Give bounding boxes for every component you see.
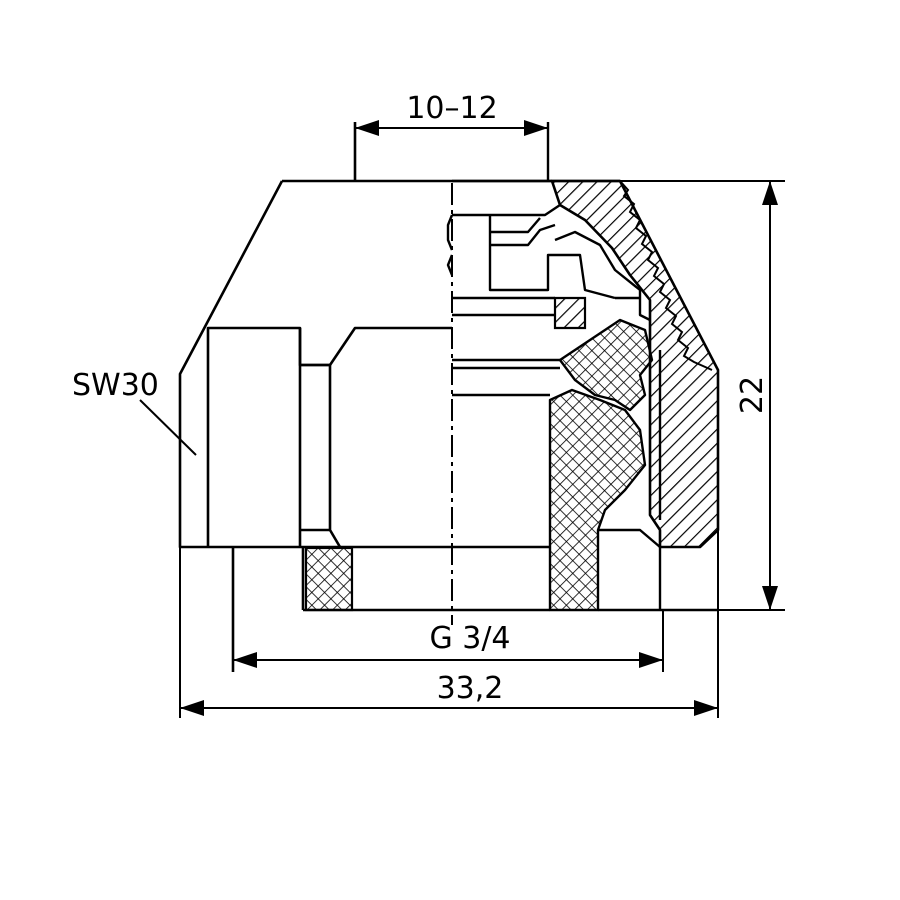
wrench-size-callout: SW30 — [72, 368, 197, 456]
internal-outline — [446, 122, 718, 612]
dim-bore: 10–12 — [355, 91, 548, 136]
bore-label: 10–12 — [406, 91, 497, 126]
insert-section — [553, 296, 654, 412]
thread-label: G 3/4 — [429, 621, 510, 656]
nut-wall-section — [550, 179, 720, 549]
dim-diameter: 33,2 — [179, 530, 719, 718]
left-seal-ring — [304, 546, 354, 612]
right-seal-ring — [548, 388, 647, 612]
height-label: 22 — [735, 376, 770, 414]
diameter-label: 33,2 — [437, 671, 504, 706]
wrench-label: SW30 — [72, 368, 159, 403]
dim-thread: G 3/4 — [233, 610, 664, 672]
dim-height: 22 — [620, 180, 785, 611]
